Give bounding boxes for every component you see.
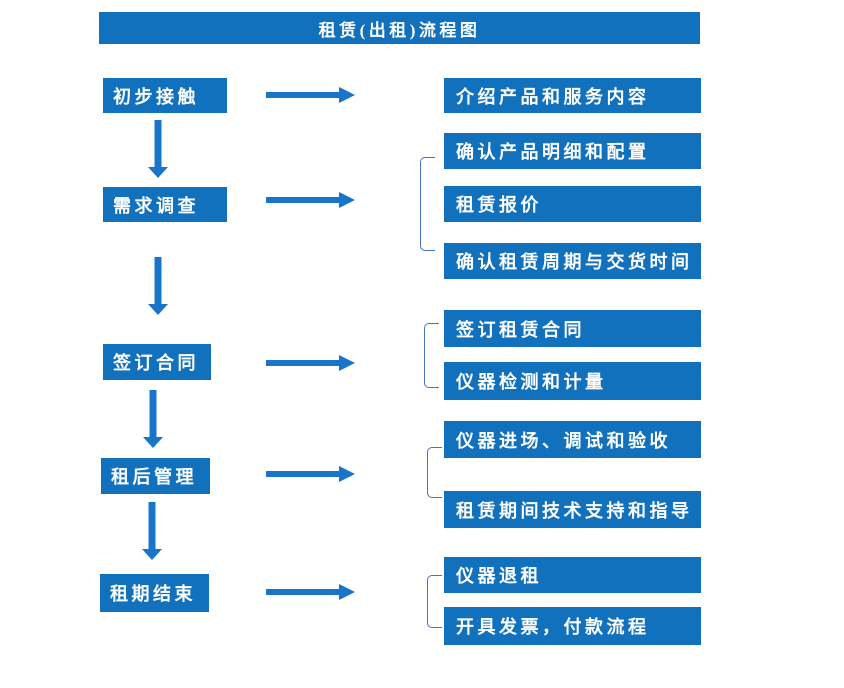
step-box-demand-survey: 需求调查 [103, 187, 227, 222]
right-arrow-icon-3 [266, 355, 355, 371]
down-arrow-icon-2 [148, 257, 168, 315]
arrow-head [339, 87, 355, 103]
right-arrow-icon-2 [266, 192, 355, 208]
arrow-head [339, 192, 355, 208]
arrow-shaft [149, 390, 157, 438]
arrow-head [339, 355, 355, 371]
detail-box-confirm-rental-period: 确认租赁周期与交货时间 [444, 243, 701, 279]
arrow-head [143, 437, 163, 448]
arrow-shaft [266, 360, 341, 366]
step-box-sign-contract: 签订合同 [103, 344, 211, 380]
down-arrow-icon-3 [143, 390, 163, 448]
step-box-initial-contact: 初步接触 [103, 78, 227, 113]
bracket-sign-contract-group [424, 323, 439, 388]
down-arrow-icon-1 [148, 120, 168, 178]
arrow-head [142, 549, 162, 560]
arrow-shaft [266, 471, 341, 477]
detail-box-introduce-products: 介绍产品和服务内容 [444, 78, 701, 113]
arrow-shaft [154, 120, 162, 168]
detail-box-invoicing-payment: 开具发票，付款流程 [444, 607, 701, 645]
detail-box-instrument-setup-acceptance: 仪器进场、调试和验收 [444, 421, 701, 458]
detail-box-instrument-return: 仪器退租 [444, 557, 701, 593]
detail-box-instrument-testing: 仪器检测和计量 [444, 362, 701, 400]
arrow-shaft [266, 197, 341, 203]
bracket-rental-end-group [427, 575, 442, 628]
arrow-shaft [154, 257, 162, 305]
step-box-rental-end: 租期结束 [100, 574, 209, 612]
detail-box-rental-quote: 租赁报价 [444, 186, 701, 222]
right-arrow-icon-1 [266, 87, 355, 103]
arrow-shaft [266, 92, 341, 98]
down-arrow-icon-4 [142, 502, 162, 560]
right-arrow-icon-4 [266, 466, 355, 482]
detail-box-tech-support: 租赁期间技术支持和指导 [444, 491, 701, 528]
detail-box-confirm-product-details: 确认产品明细和配置 [444, 133, 701, 169]
right-arrow-icon-5 [266, 584, 355, 600]
arrow-head [339, 466, 355, 482]
bracket-post-rental-group [427, 447, 442, 498]
bracket-demand-survey-group [420, 157, 435, 251]
arrow-shaft [148, 502, 156, 550]
flowchart-title: 租赁(出租)流程图 [99, 12, 700, 44]
detail-box-sign-rental-contract: 签订租赁合同 [444, 310, 701, 347]
arrow-head [148, 167, 168, 178]
arrow-shaft [266, 589, 341, 595]
arrow-head [148, 304, 168, 315]
arrow-head [339, 584, 355, 600]
step-box-post-rental-management: 租后管理 [101, 458, 210, 494]
